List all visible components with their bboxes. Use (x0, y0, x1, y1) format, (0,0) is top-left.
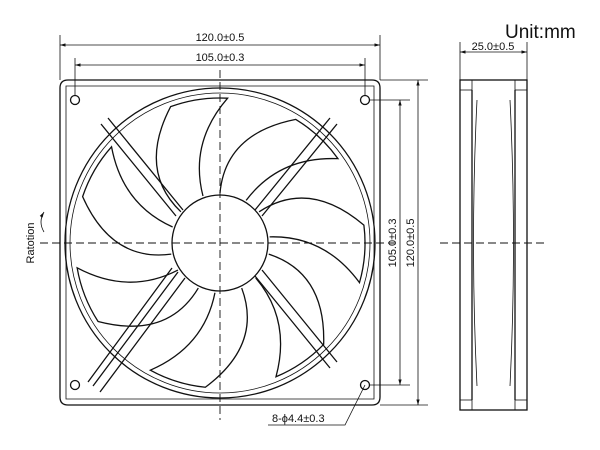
dim-overall-height: 120.0±0.5 (405, 219, 417, 268)
fan-blades (76, 97, 366, 388)
fan-frame-outline (59, 79, 381, 406)
mounting-hole (359, 94, 371, 106)
mounting-hole (69, 94, 81, 106)
side-view: 25.0±0.5 (440, 41, 545, 411)
rotation-label: Ratotion (25, 223, 37, 264)
strut-top-right (254, 117, 338, 217)
strut-top-left (100, 117, 184, 217)
dim-overall-width: 120.0±0.5 (196, 32, 245, 44)
strut-bottom-right (254, 269, 338, 369)
fan-blade (258, 197, 366, 285)
fan-blade (155, 97, 229, 213)
fan-blade (81, 145, 173, 256)
mounting-hole (359, 379, 371, 391)
strut-cable (87, 267, 186, 393)
dim-hole-spacing-width: 105.0±0.3 (196, 52, 245, 64)
hole-leader-line (268, 384, 366, 426)
dim-hole-spacing-height: 105.0±0.3 (387, 219, 399, 268)
dim-mounting-holes: 8-ϕ4.4±0.3 (272, 413, 325, 425)
fan-frame-inner (65, 85, 375, 400)
dim-thickness: 25.0±0.5 (472, 41, 515, 53)
fan-blade (76, 266, 199, 327)
unit-label: Unit:mm (505, 22, 576, 43)
front-view (40, 70, 395, 420)
side-outline (459, 79, 528, 411)
fan-blade (148, 287, 248, 388)
rotation-arrow-icon (39, 211, 45, 233)
mounting-hole (69, 379, 81, 391)
fan-blade (255, 253, 325, 378)
mounting-holes (69, 94, 371, 391)
